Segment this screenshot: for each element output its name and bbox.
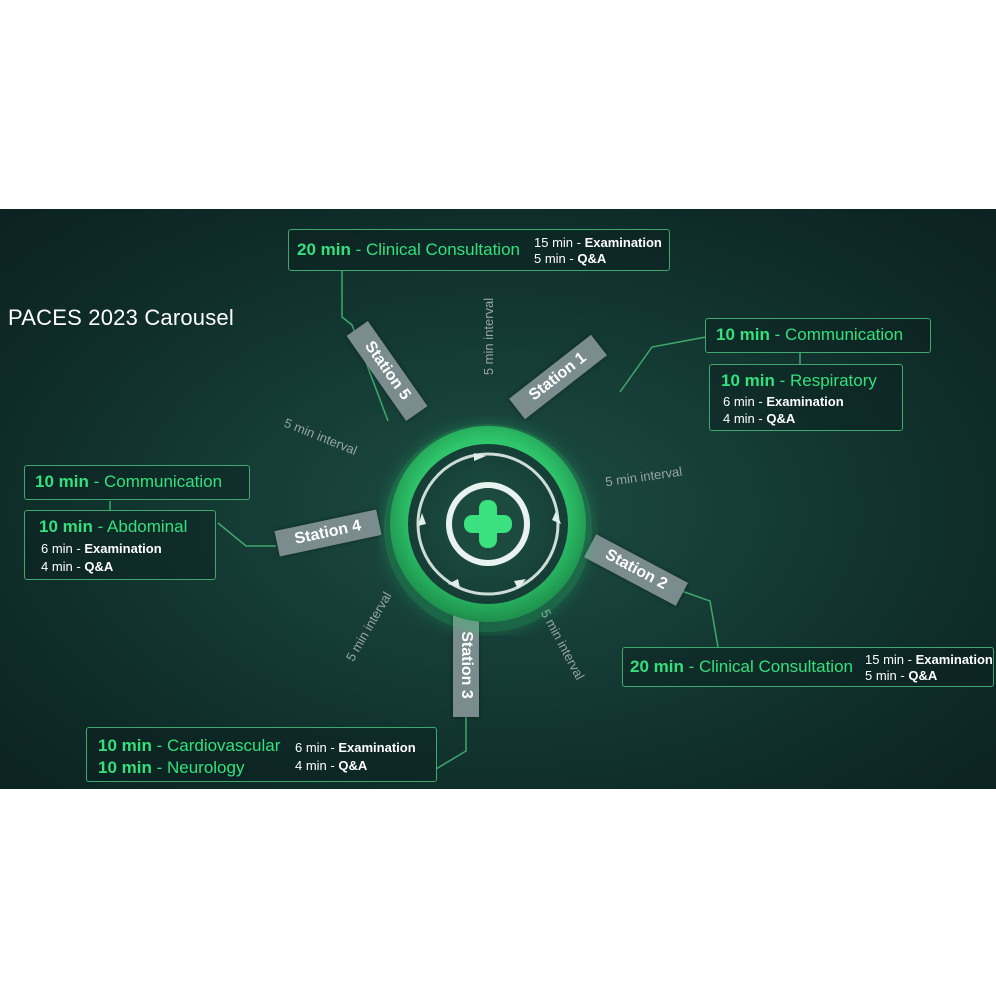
- station4-exam-line: 6 min - Examination: [41, 541, 162, 557]
- station1-communication-time: 10 min: [716, 325, 770, 344]
- station1-communication-box: 10 min - Communication: [705, 318, 931, 353]
- connector-station1: [619, 336, 707, 393]
- station3-cardio-name: Cardiovascular: [166, 736, 281, 755]
- station1-respiratory-name: Respiratory: [789, 371, 877, 390]
- station2-main-line: 20 min - Clinical Consultation: [630, 657, 853, 677]
- station5-main-sep: -: [350, 240, 366, 259]
- station4-qa-time: 4 min -: [41, 559, 85, 574]
- station4-abdominal-line: 10 min - Abdominal: [39, 517, 187, 537]
- station3-info-box: 10 min - Cardiovascular 10 min - Neurolo…: [86, 727, 437, 782]
- station1-exam-time: 6 min -: [723, 394, 767, 409]
- medical-cross-icon: [464, 500, 512, 548]
- page-title: PACES 2023 Carousel: [8, 305, 234, 330]
- station5-qa-time: 5 min -: [534, 251, 578, 266]
- connector-lines: [109, 271, 801, 770]
- station2-main-sep: -: [683, 657, 699, 676]
- station5-qa-label: Q&A: [577, 251, 607, 266]
- station1-exam-line: 6 min - Examination: [723, 394, 844, 410]
- station5-qa-line: 5 min - Q&A: [534, 251, 606, 267]
- station2-qa-time: 5 min -: [865, 668, 909, 683]
- station2-info-box: 20 min - Clinical Consultation 15 min - …: [622, 647, 994, 687]
- station4-communication-sep: -: [88, 472, 104, 491]
- station4-exam-label: Examination: [84, 541, 162, 556]
- station1-communication-sep: -: [769, 325, 785, 344]
- station5-exam-time: 15 min -: [534, 235, 585, 250]
- station3-neuro-line: 10 min - Neurology: [98, 758, 244, 778]
- station5-main-name: Clinical Consultation: [365, 240, 520, 259]
- station5-exam-label: Examination: [584, 235, 662, 250]
- station2-qa-label: Q&A: [908, 668, 938, 683]
- station4-abdominal-box: 10 min - Abdominal 6 min - Examination 4…: [24, 510, 216, 580]
- station1-qa-line: 4 min - Q&A: [723, 411, 795, 427]
- station4-abdominal-time: 10 min: [39, 517, 93, 536]
- station2-main-name: Clinical Consultation: [698, 657, 853, 676]
- connector-station5: [341, 271, 389, 422]
- station2-exam-label: Examination: [915, 652, 993, 667]
- station4-communication-box: 10 min - Communication: [24, 465, 250, 500]
- station3-exam-time: 6 min -: [295, 740, 339, 755]
- track-arrow-bottom: [448, 579, 460, 588]
- station4-communication-time: 10 min: [35, 472, 89, 491]
- station5-info-box: 20 min - Clinical Consultation 15 min - …: [288, 229, 670, 271]
- station1-respiratory-sep: -: [774, 371, 790, 390]
- station1-communication-name: Communication: [784, 325, 904, 344]
- station5-main-time: 20 min: [297, 240, 351, 259]
- station3-qa-line: 4 min - Q&A: [295, 758, 367, 774]
- track-arrow-left: [418, 513, 426, 526]
- station1-respiratory-time: 10 min: [721, 371, 775, 390]
- station4-abdominal-sep: -: [92, 517, 108, 536]
- station1-qa-time: 4 min -: [723, 411, 767, 426]
- track-arrow-right: [552, 511, 561, 524]
- track-arrow-top: [474, 453, 486, 461]
- connector-station3: [435, 707, 467, 770]
- station1-qa-label: Q&A: [766, 411, 796, 426]
- station4-qa-label: Q&A: [84, 559, 114, 574]
- connector-station2: [675, 588, 719, 648]
- station3-neuro-name: Neurology: [166, 758, 245, 777]
- station4-qa-line: 4 min - Q&A: [41, 559, 113, 575]
- station1-communication-line: 10 min - Communication: [716, 325, 903, 345]
- station4-communication-line: 10 min - Communication: [35, 472, 222, 492]
- hub-rotation-track: [416, 452, 560, 596]
- carousel-hub: [384, 424, 592, 632]
- station2-exam-time: 15 min -: [865, 652, 916, 667]
- station1-respiratory-line: 10 min - Respiratory: [721, 371, 877, 391]
- station3-neuro-time: 10 min: [98, 758, 152, 777]
- station4-abdominal-name: Abdominal: [107, 517, 188, 536]
- track-arrow-bottom-right: [514, 579, 526, 589]
- station3-exam-label: Examination: [338, 740, 416, 755]
- station3-cardio-sep: -: [151, 736, 167, 755]
- station2-qa-line: 5 min - Q&A: [865, 668, 937, 684]
- station2-main-time: 20 min: [630, 657, 684, 676]
- station3-qa-label: Q&A: [338, 758, 368, 773]
- connector-station4: [217, 522, 276, 547]
- station4-exam-time: 6 min -: [41, 541, 85, 556]
- station4-communication-name: Communication: [103, 472, 223, 491]
- station3-exam-line: 6 min - Examination: [295, 740, 416, 756]
- station1-respiratory-box: 10 min - Respiratory 6 min - Examination…: [709, 364, 903, 431]
- station1-exam-label: Examination: [766, 394, 844, 409]
- station5-main-line: 20 min - Clinical Consultation: [297, 240, 520, 260]
- interval-label-5-1: 5 min interval: [481, 297, 497, 376]
- station2-exam-line: 15 min - Examination: [865, 652, 993, 668]
- station3-neuro-sep: -: [151, 758, 167, 777]
- carousel-panel: PACES 2023 Carousel 20 min - Clinical Co…: [0, 209, 996, 789]
- station3-qa-time: 4 min -: [295, 758, 339, 773]
- station3-cardio-time: 10 min: [98, 736, 152, 755]
- station3-cardio-line: 10 min - Cardiovascular: [98, 736, 280, 756]
- station5-exam-line: 15 min - Examination: [534, 235, 662, 251]
